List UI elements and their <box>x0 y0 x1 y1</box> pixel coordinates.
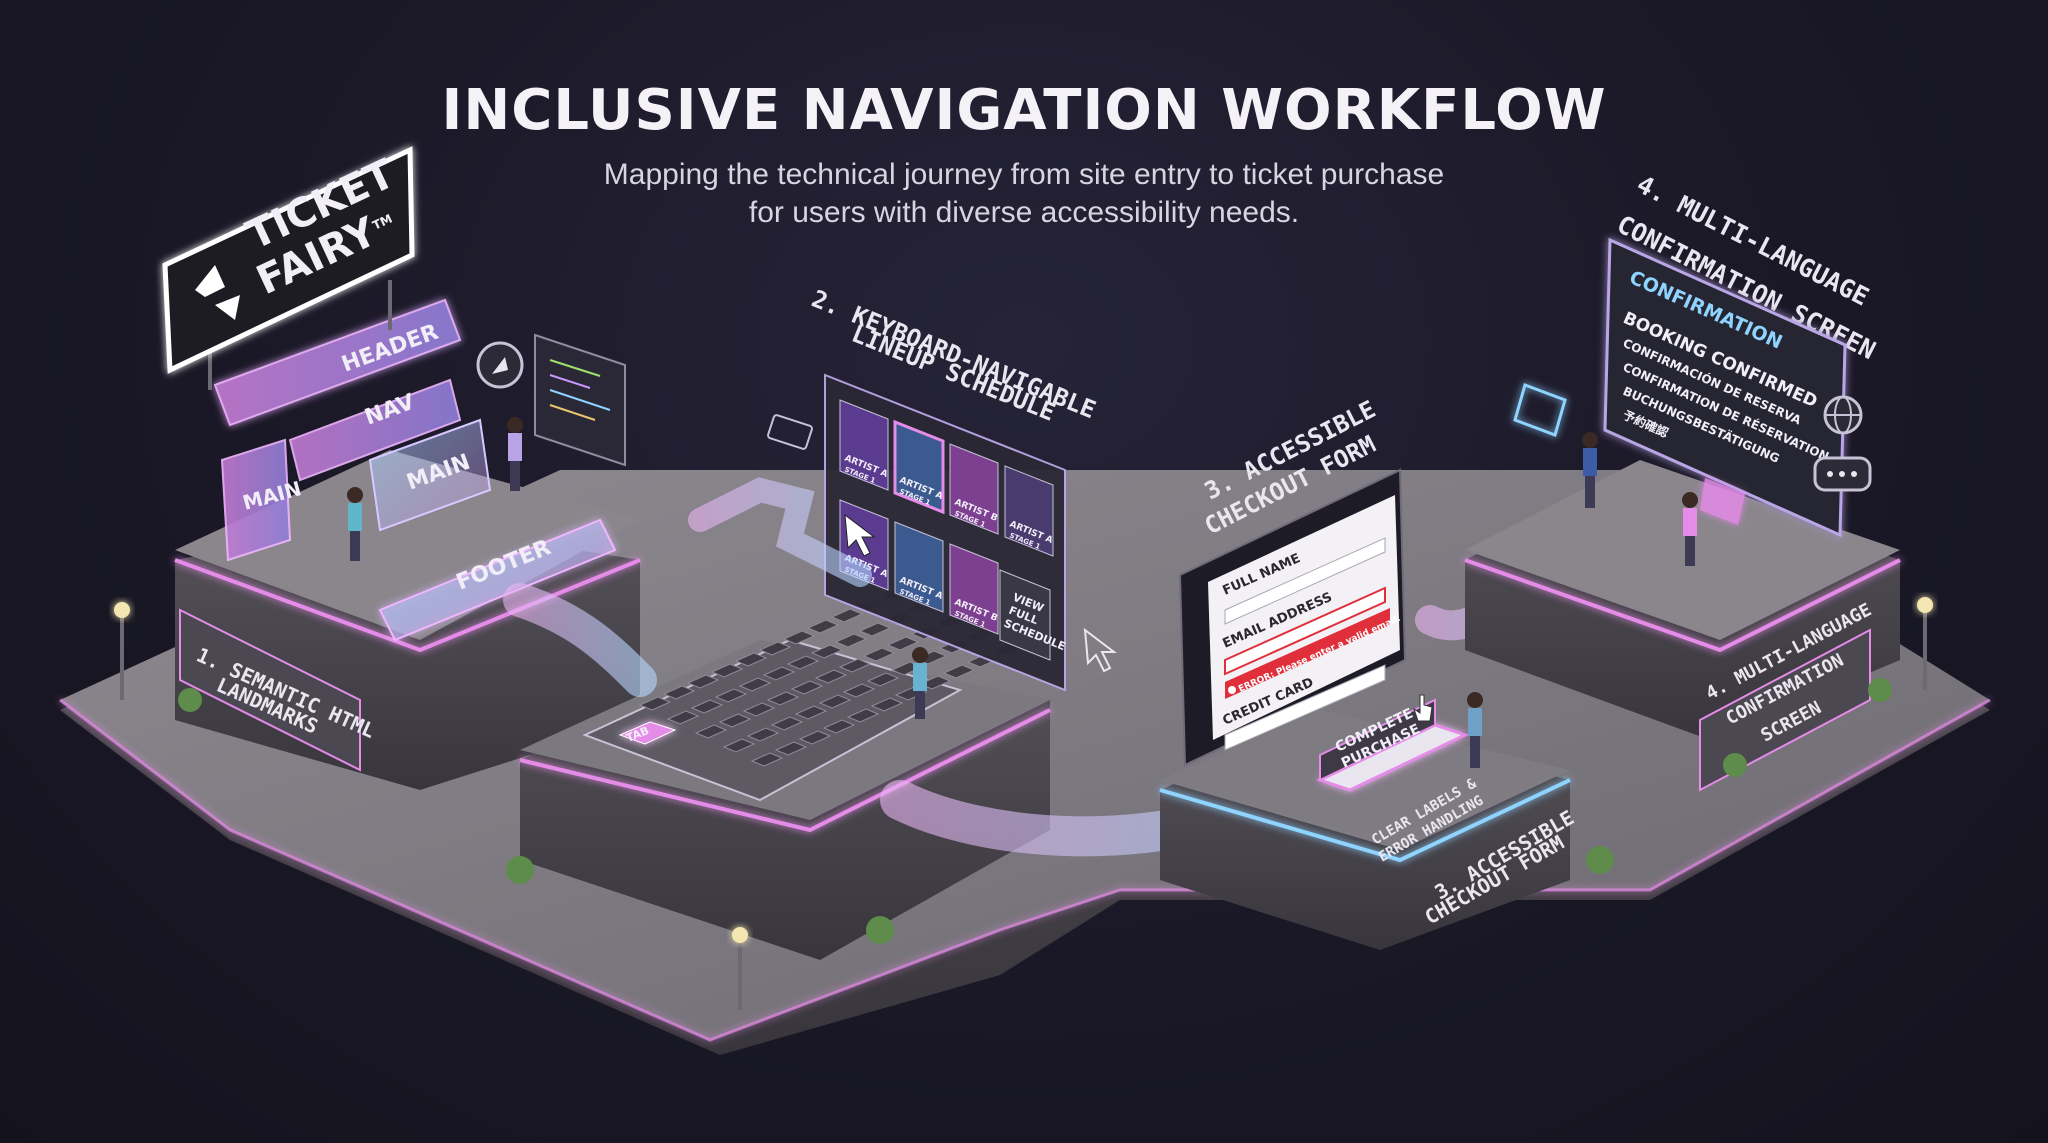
keyboard-key[interactable] <box>666 710 700 725</box>
keyboard-key[interactable] <box>814 669 848 684</box>
keyboard-key[interactable] <box>886 636 920 651</box>
keyboard-key[interactable] <box>638 696 672 711</box>
ticket-icon <box>1513 383 1745 525</box>
keyboard-key[interactable] <box>858 622 892 637</box>
globe-icon <box>1823 395 1863 435</box>
keyboard-key[interactable] <box>774 741 808 756</box>
keyboard-key[interactable] <box>734 652 768 667</box>
keyboard-key[interactable] <box>846 708 880 723</box>
keyboard-key[interactable] <box>870 697 904 712</box>
error-icon <box>1228 686 1236 694</box>
keyboard-key[interactable] <box>758 641 792 656</box>
keyboard-key[interactable] <box>762 666 796 681</box>
subtitle-line-1: Mapping the technical journey from site … <box>603 158 1445 191</box>
keyboard-key[interactable] <box>942 664 976 679</box>
complete-purchase-button[interactable]: COMPLETE PURCHASE <box>1316 694 1469 792</box>
checkout-form-panel: FULL NAME EMAIL ADDRESS ERROR: Please en… <box>1178 468 1407 767</box>
keyboard-key[interactable] <box>694 724 728 739</box>
keyboard-key[interactable] <box>718 713 752 728</box>
keyboard-key[interactable] <box>830 608 864 623</box>
keyboard-key[interactable] <box>766 691 800 706</box>
keyboard-key[interactable] <box>818 694 852 709</box>
keyboard-key[interactable] <box>710 663 744 678</box>
keyboard-key[interactable] <box>750 752 784 767</box>
keyboard-key[interactable] <box>866 672 900 687</box>
keyboard-key[interactable] <box>686 674 720 689</box>
keyboard-key[interactable] <box>798 730 832 745</box>
keyboard-key[interactable] <box>810 644 844 659</box>
keyboard-key[interactable] <box>722 738 756 753</box>
keyboard-key[interactable] <box>794 705 828 720</box>
ticket-fairy-logo-sign: TICKET FAIRY TM <box>162 146 415 390</box>
subtitle-line-2: for users with diverse accessibility nee… <box>748 196 1300 229</box>
keyboard-key[interactable] <box>782 630 816 645</box>
code-editor-window <box>534 333 626 467</box>
keyboard-key[interactable] <box>770 716 804 731</box>
semantic-blocks: HEADER NAV MAIN MAIN FOOTER <box>213 298 617 642</box>
keyboard-key[interactable] <box>746 727 780 742</box>
main-right-block: MAIN <box>368 418 492 532</box>
keyboard-key[interactable] <box>806 619 840 634</box>
keyboard-key[interactable] <box>838 658 872 673</box>
keyboard-key[interactable] <box>714 688 748 703</box>
confirmation-screen: CONFIRMATION BOOKING CONFIRMEDCONFIRMACI… <box>1603 237 1847 538</box>
keyboard-key[interactable] <box>862 647 896 662</box>
cursor-icon <box>844 513 1117 673</box>
nav-block: NAV <box>288 378 462 482</box>
keyboard-key[interactable] <box>822 719 856 734</box>
keyboard-key[interactable] <box>918 675 952 690</box>
keyboard-key[interactable] <box>662 685 696 700</box>
keyboard-key[interactable] <box>790 680 824 695</box>
chat-bubble-icon <box>1813 456 1872 492</box>
keyboard-key[interactable] <box>842 683 876 698</box>
hand-pointer-icon <box>1413 694 1433 722</box>
page-title: INCLUSIVE NAVIGATION WORKFLOW <box>441 78 1607 143</box>
tab-key[interactable]: TAB <box>618 721 677 745</box>
keyboard-icon <box>767 414 813 450</box>
keyboard-key[interactable] <box>738 677 772 692</box>
compass-icon <box>476 341 524 389</box>
keyboard-key[interactable] <box>690 699 724 714</box>
keyboard-key[interactable] <box>742 702 776 717</box>
decorative-props <box>114 597 1933 1010</box>
fairy-logo-icon <box>195 265 240 320</box>
keyboard-key[interactable] <box>786 655 820 670</box>
person-figure <box>347 417 1698 768</box>
keyboard-key[interactable] <box>834 633 868 648</box>
